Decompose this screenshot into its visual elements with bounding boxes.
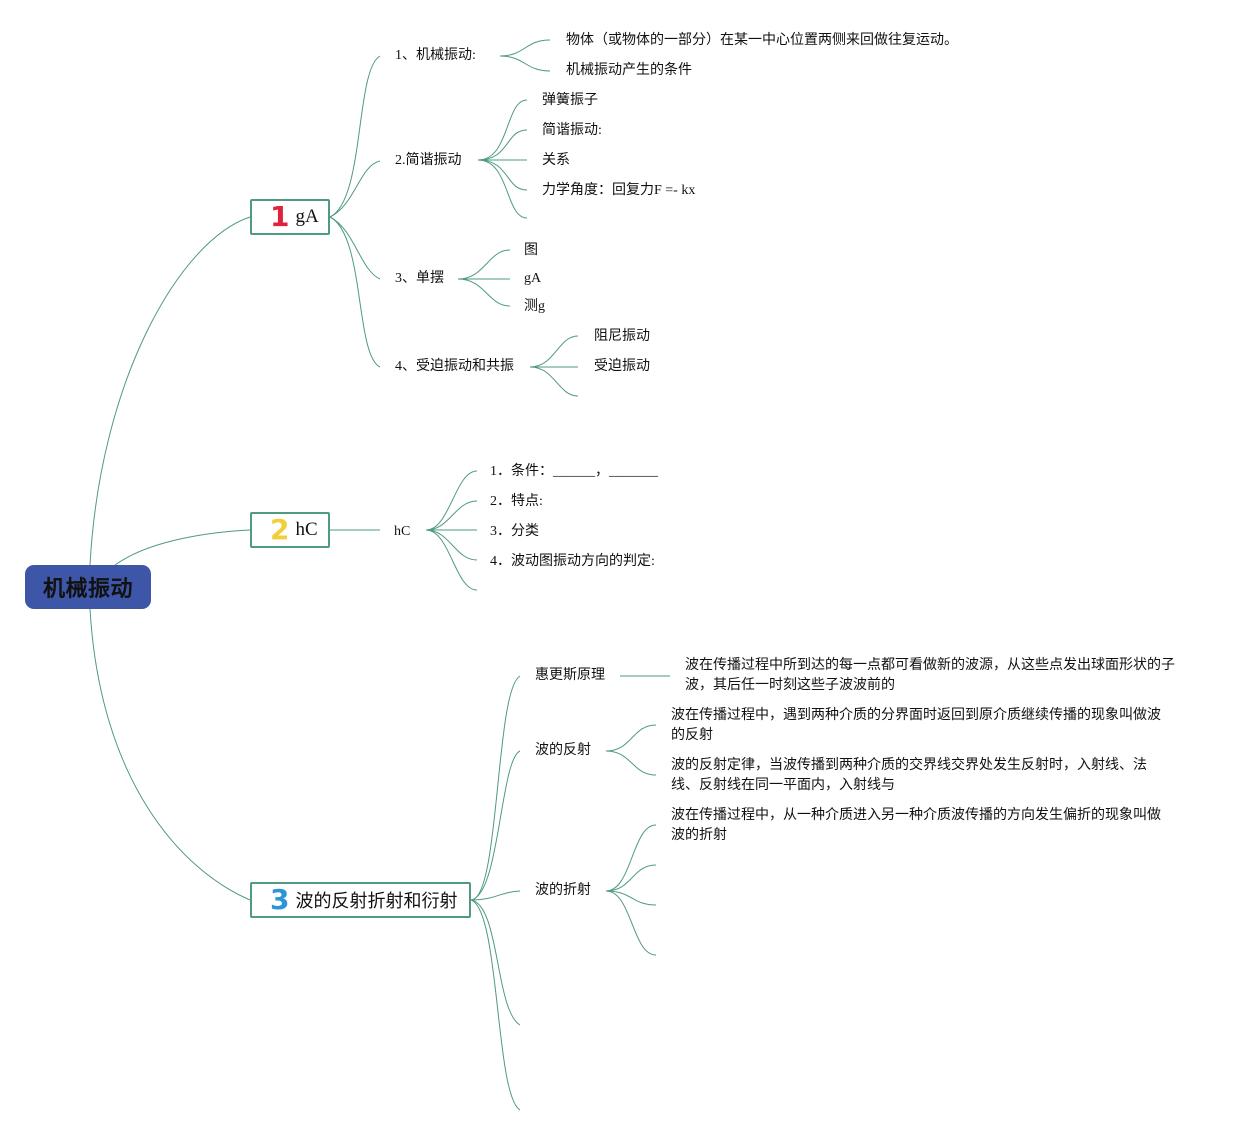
node-pendulum-figure[interactable]: 图: [524, 243, 538, 258]
node-pendulum-ga[interactable]: gA: [524, 271, 542, 286]
node-forced-vibration[interactable]: 受迫振动: [594, 359, 650, 374]
node-huygens-text[interactable]: 波在传播过程中所到达的每一点都可看做新的波源，从这些点发出球面形状的子波，其后任…: [685, 658, 1175, 693]
branch-node-3[interactable]: 3 波的反射折射和衍射: [250, 882, 471, 918]
branch-node-1[interactable]: 1 gA: [250, 199, 330, 235]
node-mechanical-vibration[interactable]: 1、机械振动:: [395, 48, 476, 63]
node-measure-g[interactable]: 测g: [524, 299, 545, 314]
node-reflection-definition[interactable]: 波在传播过程中，遇到两种介质的分界面时返回到原介质继续传播的现象叫做波的反射: [671, 708, 1161, 743]
node-reflection-law[interactable]: 波的反射定律，当波传播到两种介质的交界线交界处发生反射时，入射线、法线、反射线在…: [671, 758, 1147, 793]
node-huygens[interactable]: 惠更斯原理: [535, 668, 605, 683]
node-wave-refraction[interactable]: 波的折射: [535, 883, 591, 898]
node-damped-vibration[interactable]: 阻尼振动: [594, 329, 650, 344]
node-definition[interactable]: 物体（或物体的一部分）在某一中心位置两侧来回做往复运动。: [566, 33, 958, 48]
node-hc[interactable]: hC: [394, 524, 411, 539]
branch-number-2: 2: [270, 513, 290, 546]
node-shm-definition[interactable]: 简谐振动:: [542, 123, 602, 138]
node-spring-oscillator[interactable]: 弹簧振子: [542, 93, 598, 108]
branch-number-1: 1: [270, 200, 290, 233]
node-refraction-definition[interactable]: 波在传播过程中，从一种介质进入另一种介质波传播的方向发生偏折的现象叫做波的折射: [671, 808, 1161, 843]
branch-label-3: 波的反射折射和衍射: [295, 891, 458, 912]
node-wave-classes[interactable]: 3．分类: [490, 524, 539, 539]
node-conditions[interactable]: 机械振动产生的条件: [566, 63, 692, 78]
node-forced-vibration-resonance[interactable]: 4、受迫振动和共振: [395, 359, 514, 374]
branch-number-3: 3: [270, 883, 290, 916]
node-relation[interactable]: 关系: [542, 153, 570, 168]
node-simple-harmonic[interactable]: 2.简谐振动: [395, 153, 462, 168]
node-restoring-force[interactable]: 力学角度：回复力F =- kx: [542, 183, 696, 198]
node-wave-features[interactable]: 2．特点:: [490, 494, 543, 509]
node-wave-direction[interactable]: 4．波动图振动方向的判定:: [490, 554, 655, 569]
branch-label-2: hC: [295, 519, 318, 540]
node-wave-reflection[interactable]: 波的反射: [535, 743, 591, 758]
node-pendulum[interactable]: 3、单摆: [395, 271, 444, 286]
branch-label-1: gA: [295, 206, 319, 227]
node-wave-conditions[interactable]: 1．条件：______，_______: [490, 464, 658, 479]
root-label: 机械振动: [42, 577, 133, 602]
root-node[interactable]: 机械振动: [25, 565, 151, 609]
branch-node-2[interactable]: 2 hC: [250, 512, 330, 548]
